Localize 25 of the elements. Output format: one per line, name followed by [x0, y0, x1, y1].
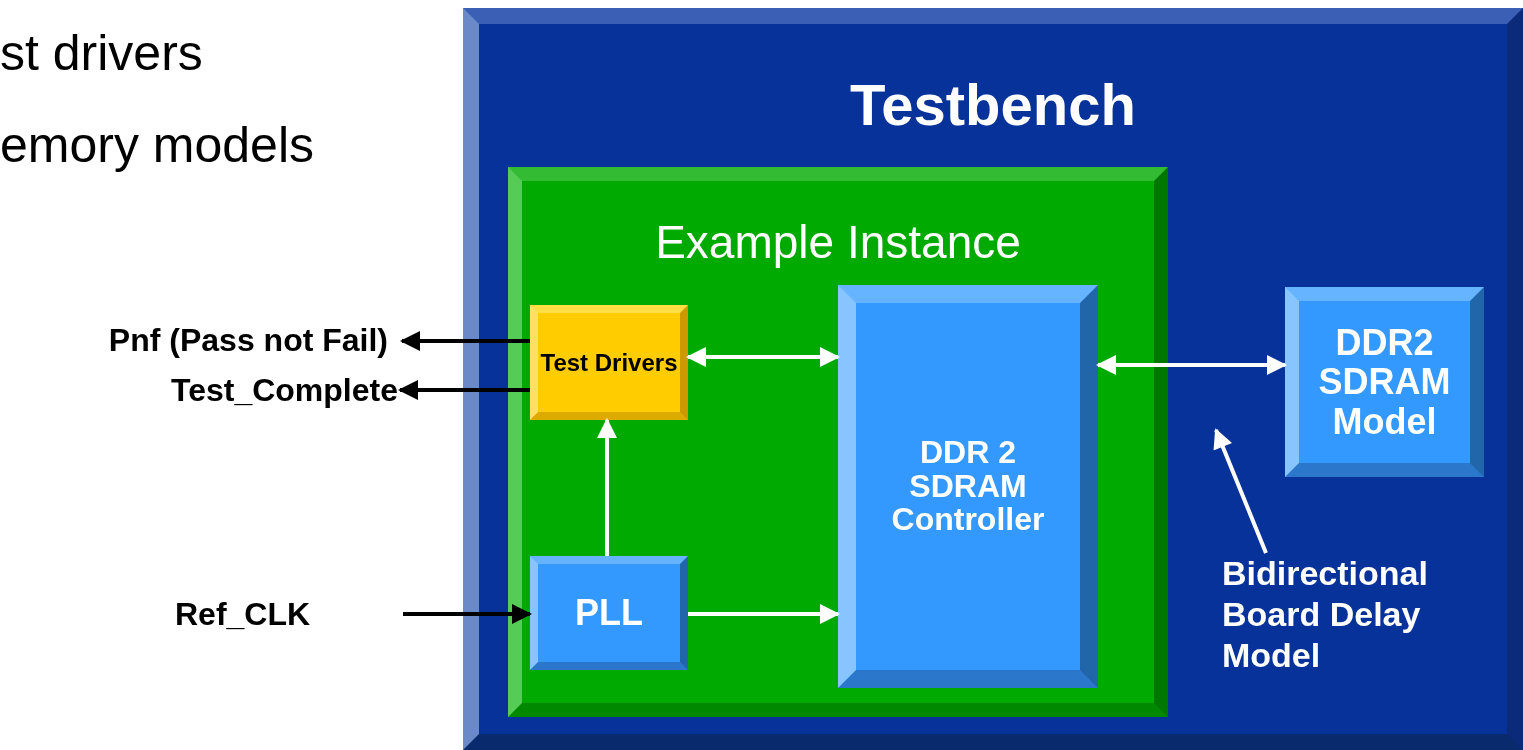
arrow: [403, 604, 532, 624]
instance-box: [508, 167, 1168, 717]
arrow: [1096, 355, 1287, 375]
testbench-box: [463, 8, 1523, 750]
node-title: Test Drivers: [540, 347, 678, 378]
arrow: [400, 331, 530, 351]
node-title: Testbench: [850, 76, 1136, 134]
pll-block: [530, 556, 688, 670]
node-title: DDR2 SDRAM Model: [1317, 322, 1452, 442]
leader-arrow: [1213, 428, 1268, 554]
node-title: PLL: [575, 595, 643, 631]
memory-model-block: [1285, 287, 1484, 477]
arrow: [686, 347, 840, 367]
test-drivers-block: [530, 305, 688, 420]
bullet-text: emory models: [0, 120, 314, 170]
controller-block: [838, 285, 1098, 688]
bullet-text: st drivers: [0, 28, 203, 78]
arrow: [688, 604, 840, 624]
node-title: Pnf (Pass not Fail): [108, 324, 388, 356]
node-title: Ref_CLK: [175, 598, 311, 630]
arrow: [597, 418, 617, 556]
node-title: DDR 2 SDRAM Controller: [890, 436, 1046, 537]
arrow: [398, 380, 530, 400]
node-title: Bidirectional Board Delay Model: [1222, 553, 1429, 676]
node-title: Test_Complete: [171, 374, 398, 406]
